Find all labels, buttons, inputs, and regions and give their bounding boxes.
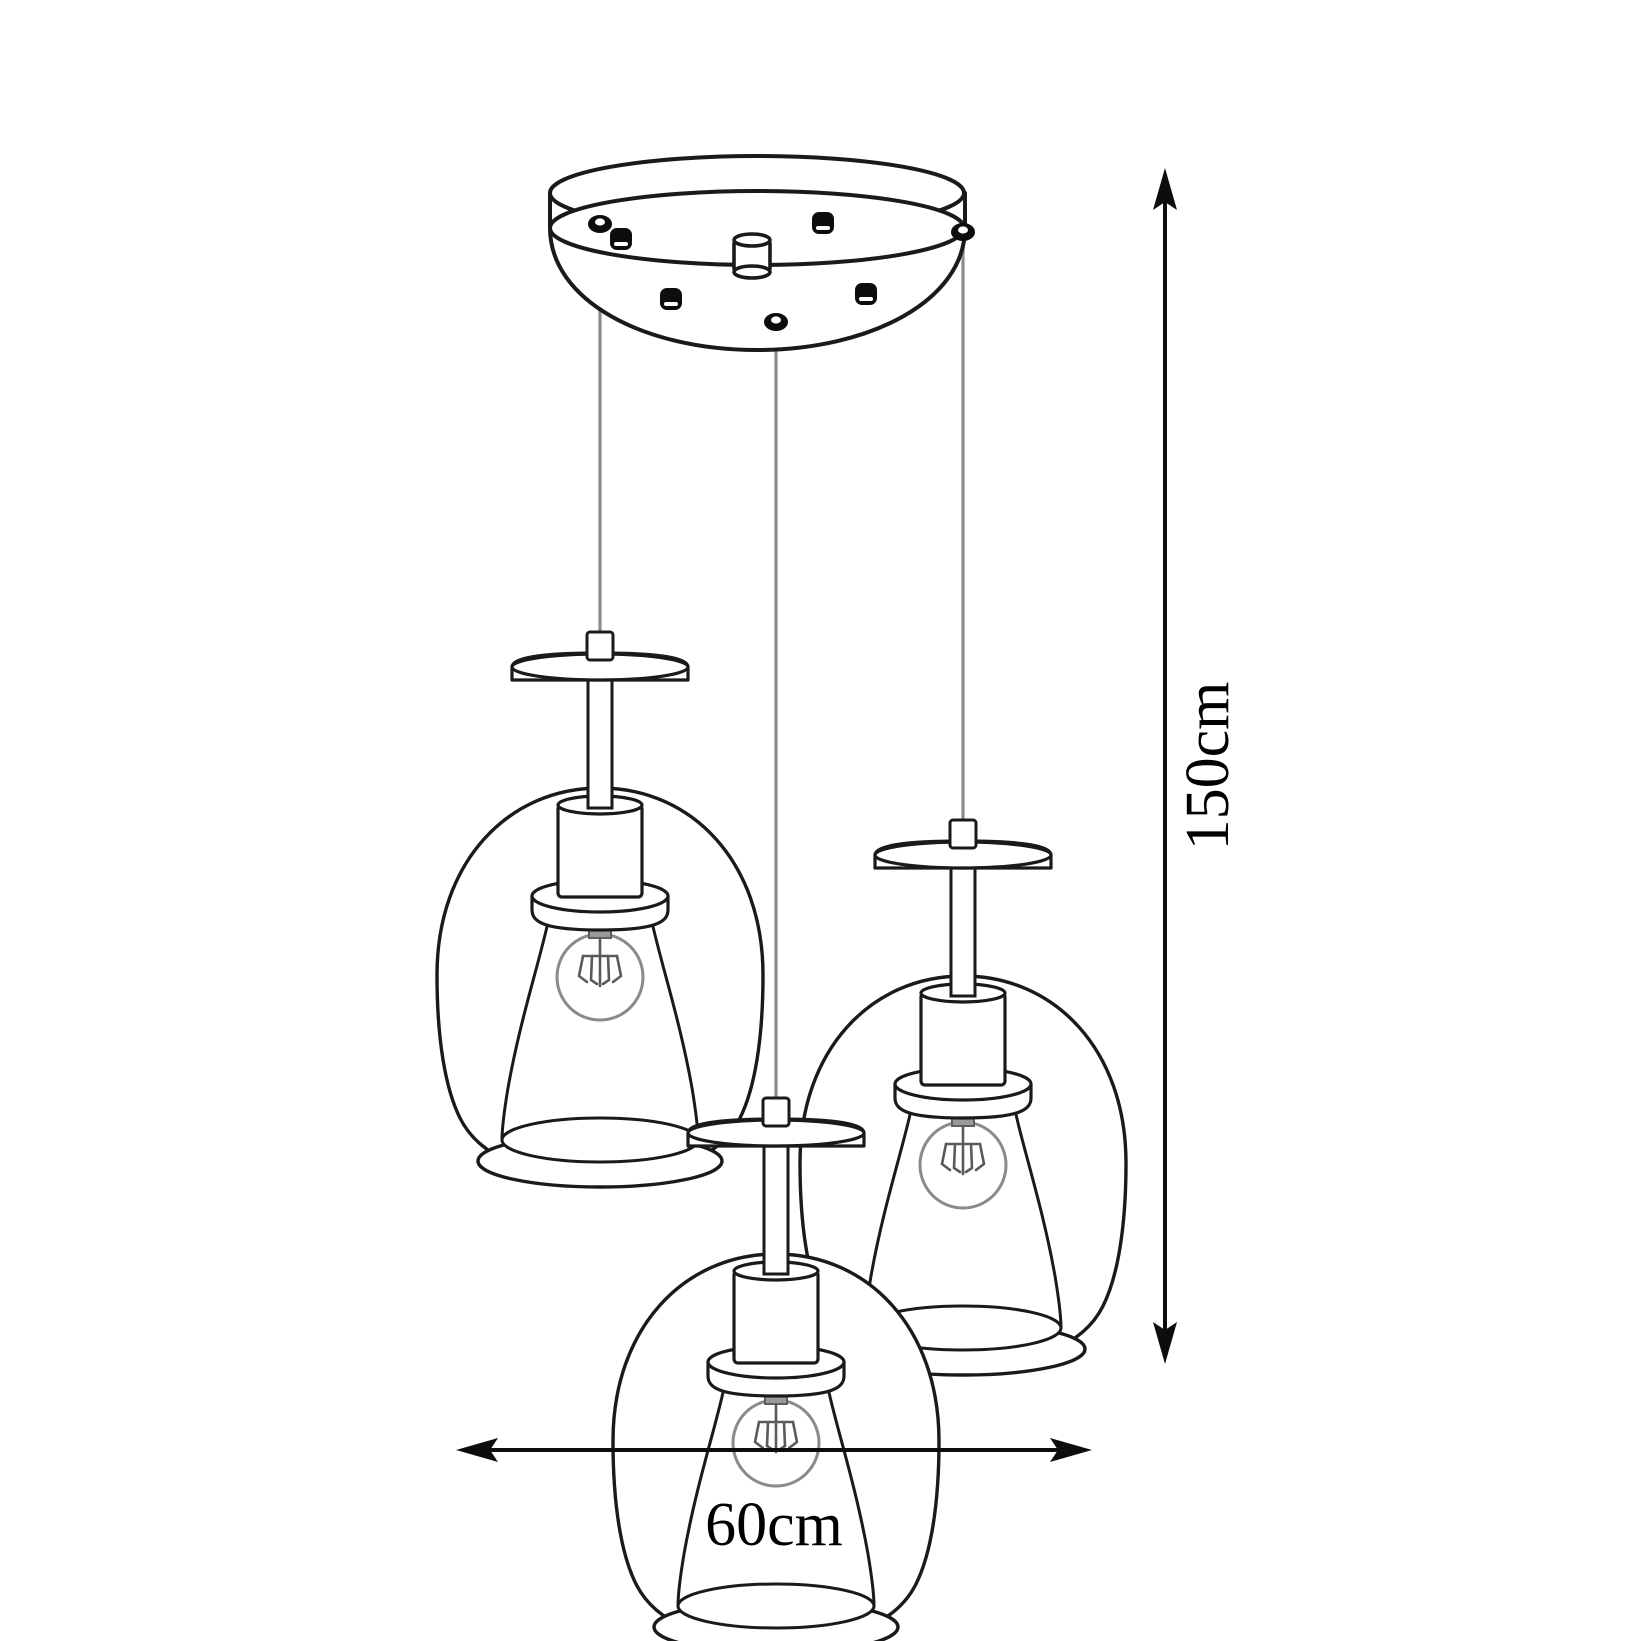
height-dimension-label: 150cm bbox=[1174, 682, 1242, 851]
height-arrow-top bbox=[1153, 168, 1177, 210]
grommet bbox=[951, 223, 975, 241]
width-arrow-right bbox=[1050, 1438, 1092, 1462]
stud-marker bbox=[812, 212, 834, 234]
grommet bbox=[588, 215, 612, 233]
height-dimension: 150cm bbox=[1153, 168, 1242, 1364]
width-arrow-left bbox=[456, 1438, 498, 1462]
grommet bbox=[764, 313, 788, 331]
ceiling-canopy-plate bbox=[548, 154, 975, 352]
width-dimension: 60cm bbox=[456, 1438, 1092, 1559]
height-arrow-bottom bbox=[1153, 1322, 1177, 1364]
junction-box-cylinder bbox=[732, 232, 772, 280]
stud-marker bbox=[660, 288, 682, 310]
stud-marker bbox=[610, 228, 632, 250]
width-dimension-label: 60cm bbox=[705, 1491, 843, 1559]
canopy-mounting-studs bbox=[610, 212, 877, 310]
cable-exit-grommets bbox=[588, 215, 975, 331]
stud-marker bbox=[855, 283, 877, 305]
pendant-upper-left bbox=[435, 630, 765, 1189]
